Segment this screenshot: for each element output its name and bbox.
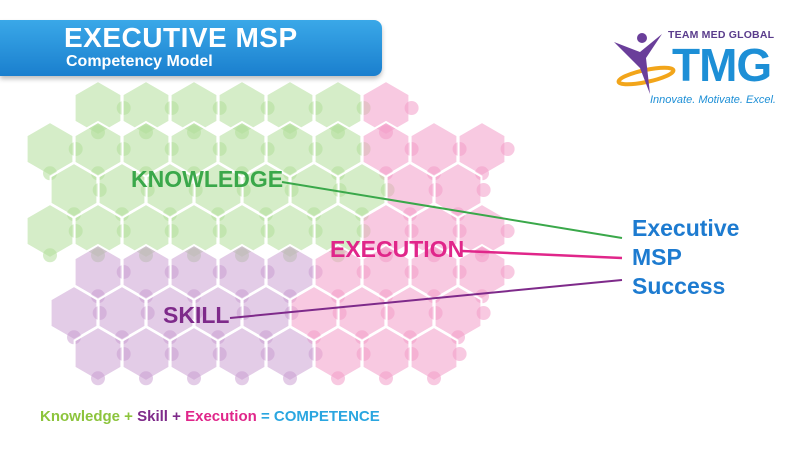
puzzle-piece xyxy=(217,79,267,137)
puzzle-piece xyxy=(361,325,411,383)
success-line-3: Success xyxy=(632,273,726,299)
puzzle-piece xyxy=(265,202,315,260)
puzzle-pieces xyxy=(25,79,515,386)
puzzle-knob xyxy=(500,265,515,279)
logo-letters: TMG xyxy=(672,39,772,91)
puzzle-piece xyxy=(73,79,123,137)
puzzle-knob xyxy=(427,371,441,386)
puzzle-piece xyxy=(217,202,267,260)
label-knowledge: KNOWLEDGE xyxy=(131,166,284,192)
puzzle-knob xyxy=(187,371,201,386)
puzzle-knob xyxy=(283,371,297,386)
puzzle-knob xyxy=(500,224,515,238)
puzzle-piece xyxy=(313,325,363,383)
puzzle-piece xyxy=(73,202,123,260)
logo-brand-name: TEAM MED GLOBAL xyxy=(668,29,775,41)
puzzle-piece xyxy=(121,202,171,260)
puzzle-knob xyxy=(500,142,515,156)
label-skill: SKILL xyxy=(163,302,230,328)
puzzle-knob xyxy=(91,371,105,386)
puzzle-knob xyxy=(452,347,467,361)
title-banner: EXECUTIVE MSP Competency Model xyxy=(0,20,382,76)
puzzle-knob xyxy=(476,183,491,197)
puzzle-knob xyxy=(235,371,249,386)
tmg-logo: TEAM MED GLOBAL TMG Innovate. Motivate. … xyxy=(610,26,780,118)
puzzle-piece xyxy=(313,202,363,260)
puzzle-piece xyxy=(169,79,219,137)
equation-execution: Execution xyxy=(185,408,257,425)
puzzle-piece xyxy=(169,202,219,260)
puzzle-piece xyxy=(361,79,411,137)
success-line-1: Executive xyxy=(632,215,740,241)
puzzle-knob xyxy=(476,306,491,320)
puzzle-piece xyxy=(409,325,459,383)
connector-knowledge xyxy=(281,181,623,239)
logo-tagline: Innovate. Motivate. Excel. xyxy=(650,94,776,106)
puzzle-piece xyxy=(121,79,171,137)
puzzle-piece xyxy=(25,202,75,260)
puzzle-knob xyxy=(331,371,345,386)
connector-skill xyxy=(229,279,623,319)
equation-plus-2: + xyxy=(167,408,186,425)
puzzle-knob xyxy=(43,248,57,263)
equation-equals: = xyxy=(256,408,274,425)
equation-plus-1: + xyxy=(120,408,138,425)
page-subtitle: Competency Model xyxy=(66,53,213,70)
person-figure-icon xyxy=(614,33,676,94)
puzzle-piece xyxy=(217,325,267,383)
puzzle-piece xyxy=(169,325,219,383)
puzzle-piece xyxy=(265,79,315,137)
equation-competence: COMPETENCE xyxy=(273,408,380,425)
success-line-2: MSP xyxy=(632,244,682,270)
equation-knowledge: Knowledge xyxy=(40,408,121,425)
label-execution: EXECUTION xyxy=(330,236,465,262)
page-title: EXECUTIVE MSP xyxy=(64,22,298,53)
competence-equation: Knowledge + Skill + Execution = COMPETEN… xyxy=(40,408,380,425)
puzzle-piece xyxy=(409,202,459,260)
puzzle-piece xyxy=(313,79,363,137)
puzzle-knob xyxy=(404,101,419,115)
executive-msp-success: Executive MSP Success xyxy=(632,214,739,301)
puzzle-piece xyxy=(265,325,315,383)
puzzle-piece xyxy=(121,325,171,383)
puzzle-piece xyxy=(73,325,123,383)
puzzle-knob xyxy=(139,371,153,386)
puzzle-piece xyxy=(361,202,411,260)
puzzle-knob xyxy=(379,371,393,386)
equation-skill: Skill xyxy=(137,408,168,425)
connector-execution xyxy=(461,249,623,260)
